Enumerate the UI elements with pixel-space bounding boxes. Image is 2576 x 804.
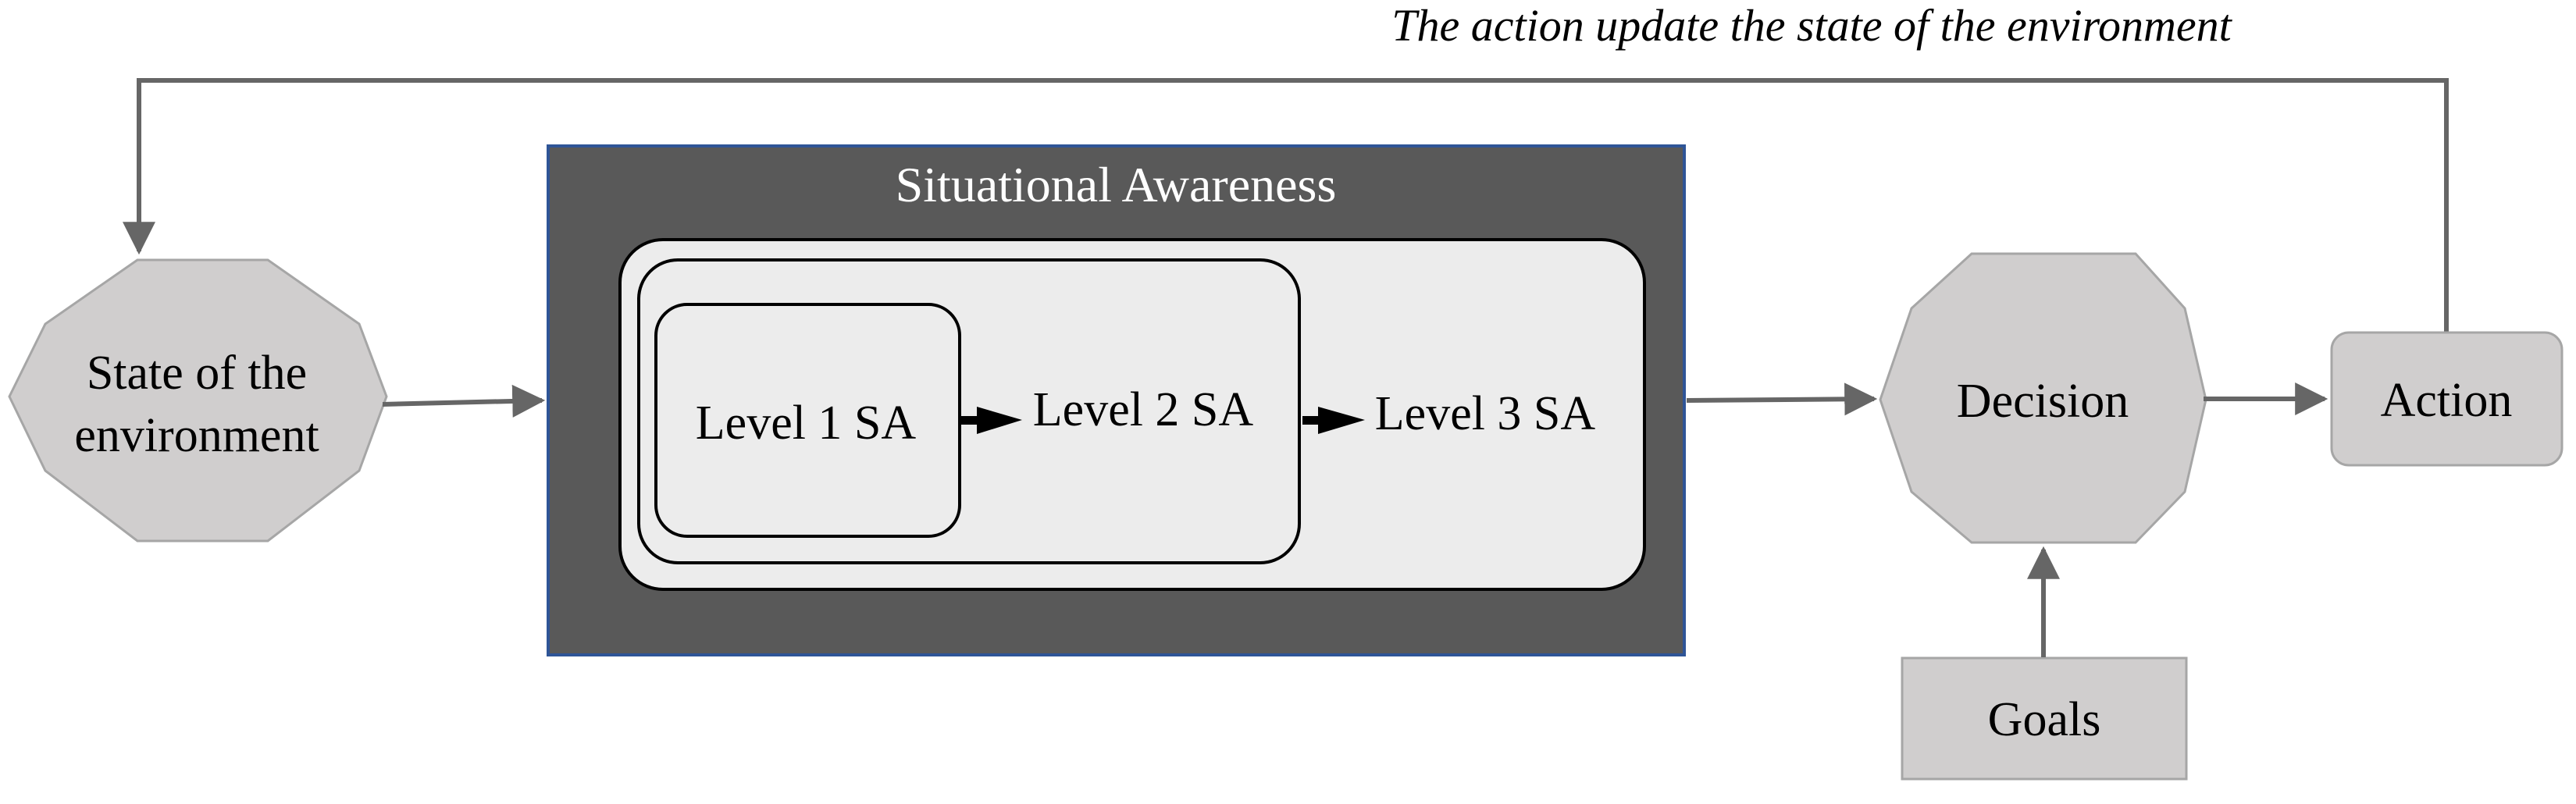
state-of-environment-label-line2: environment	[74, 409, 319, 462]
action-label: Action	[2381, 374, 2513, 427]
goals-node	[1901, 656, 2188, 781]
state-of-environment-node	[8, 258, 388, 543]
feedback-label: The action update the state of the envir…	[1391, 0, 2232, 51]
level-1-container	[654, 303, 961, 538]
level-2-label: Level 2 SA	[1033, 383, 1254, 436]
level-2-to-3-arrow	[1302, 407, 1365, 434]
state-of-environment-label-line1: State of the	[87, 347, 307, 400]
sa-to-decision-connector	[1686, 382, 1878, 416]
decision-node	[1879, 252, 2207, 544]
state-to-sa-connector	[382, 384, 546, 418]
decision-label: Decision	[1957, 375, 2129, 428]
situational-awareness-title: Situational Awareness	[896, 157, 1337, 212]
level-1-to-2-arrow	[961, 407, 1022, 434]
action-node	[2330, 331, 2564, 467]
feedback-connector	[123, 78, 2449, 332]
level-1-label: Level 1 SA	[696, 397, 917, 450]
level-3-label: Level 3 SA	[1375, 387, 1596, 440]
goals-label: Goals	[1988, 693, 2101, 746]
